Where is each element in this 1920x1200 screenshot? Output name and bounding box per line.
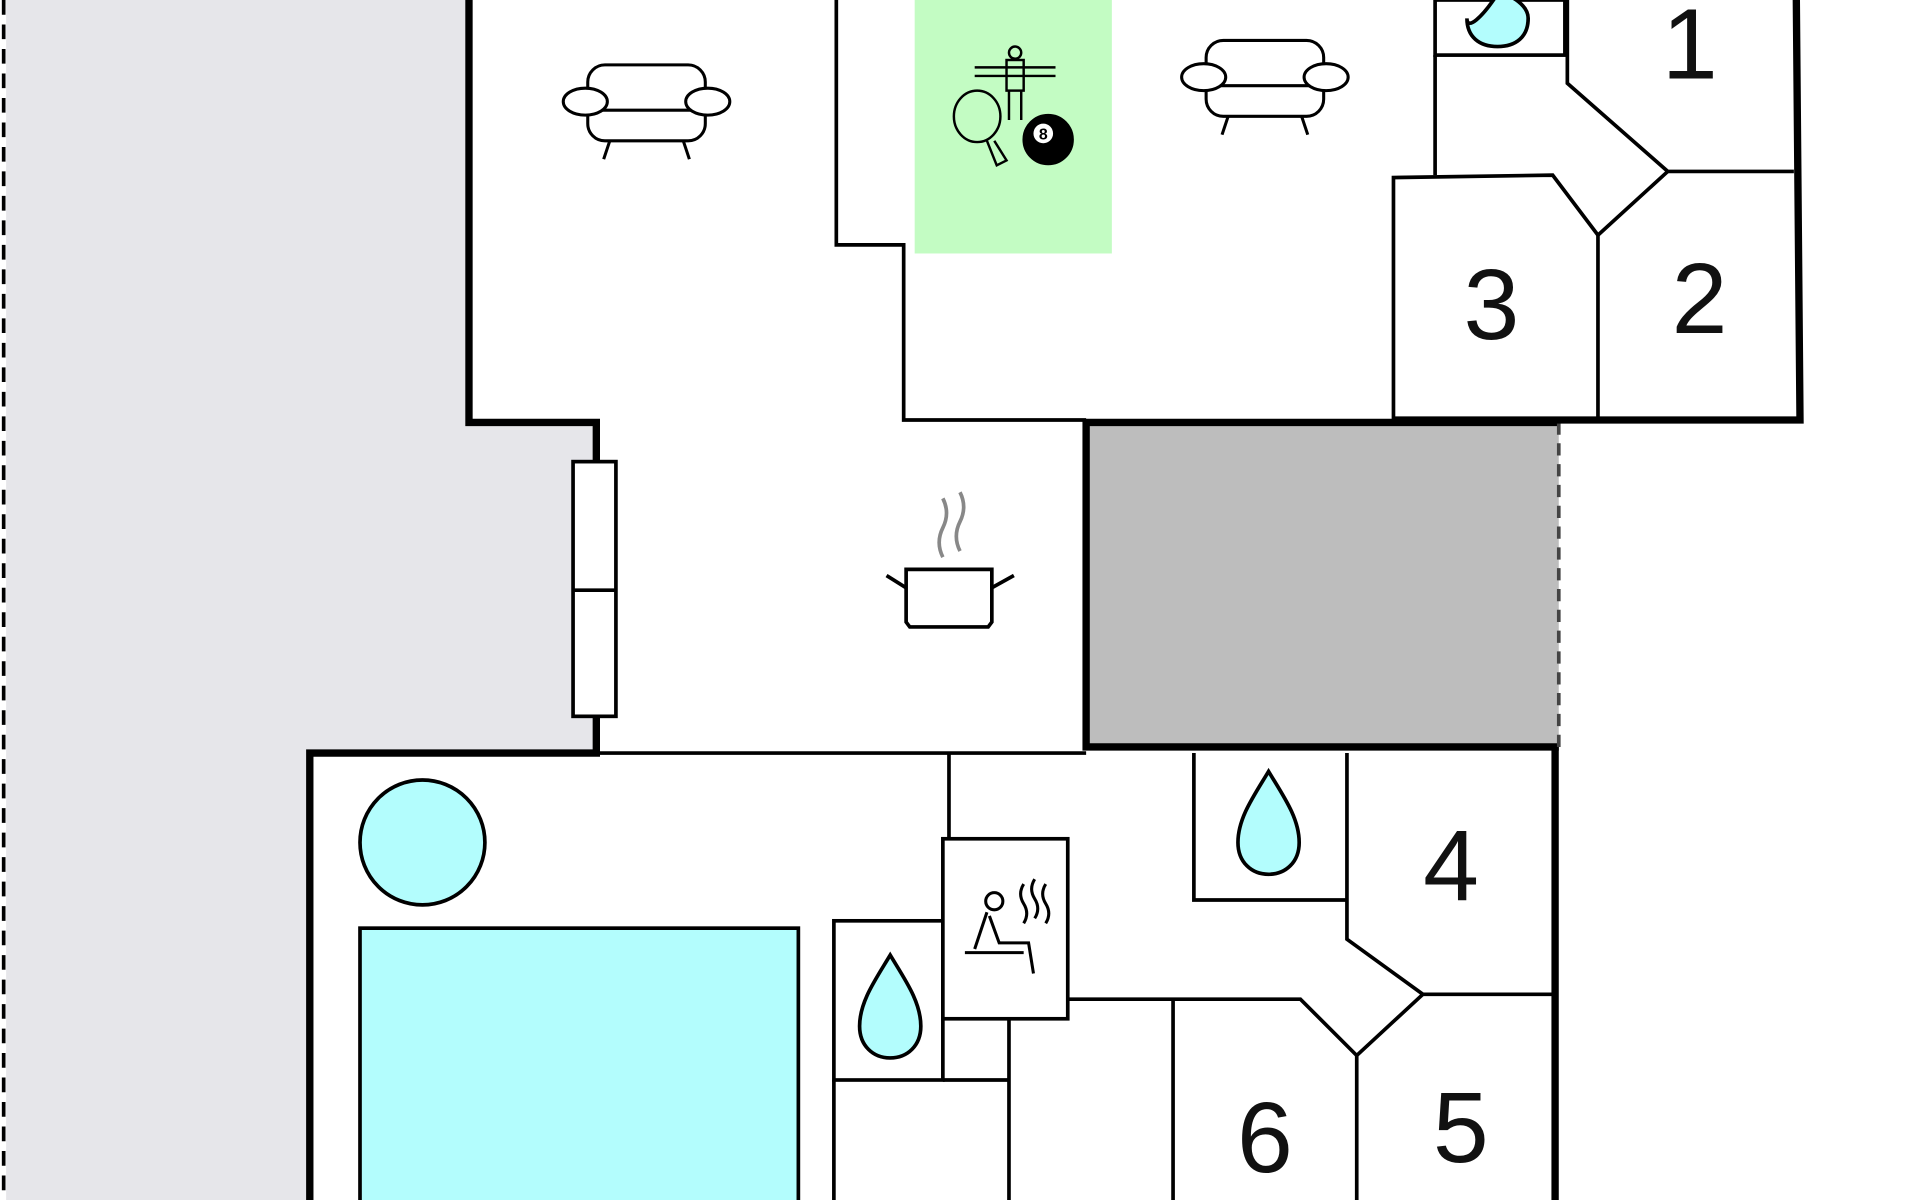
- room-number-4: 4: [1423, 810, 1479, 922]
- sofa-icon: [1180, 38, 1350, 136]
- sofa-icon: [561, 63, 732, 160]
- outdoor-area: [6, 0, 597, 1200]
- room-number-5: 5: [1433, 1072, 1489, 1184]
- covered-area-wall: [1082, 418, 1559, 751]
- pool: [358, 926, 801, 1200]
- hot-tub-icon: [358, 778, 487, 907]
- exterior-walls: [306, 0, 1804, 1200]
- game-area: [914, 0, 1112, 254]
- interior-walls: [600, 0, 1794, 1200]
- cooking-pot-icon: [885, 491, 1015, 629]
- covered-area: [1086, 422, 1559, 747]
- water-drop-icon: [857, 951, 923, 1060]
- game-room-icon: [952, 45, 1074, 167]
- room-number-2: 2: [1672, 243, 1728, 355]
- water-drop-icon: [1236, 767, 1302, 877]
- window: [571, 459, 618, 719]
- billiard-ball-number: 8: [1039, 127, 1048, 144]
- room-number-6: 6: [1237, 1082, 1293, 1194]
- room-number-3: 3: [1464, 249, 1520, 361]
- sauna-icon: [941, 836, 1070, 1021]
- water-drop-icon: [1465, 0, 1531, 49]
- room-number-1: 1: [1662, 0, 1718, 100]
